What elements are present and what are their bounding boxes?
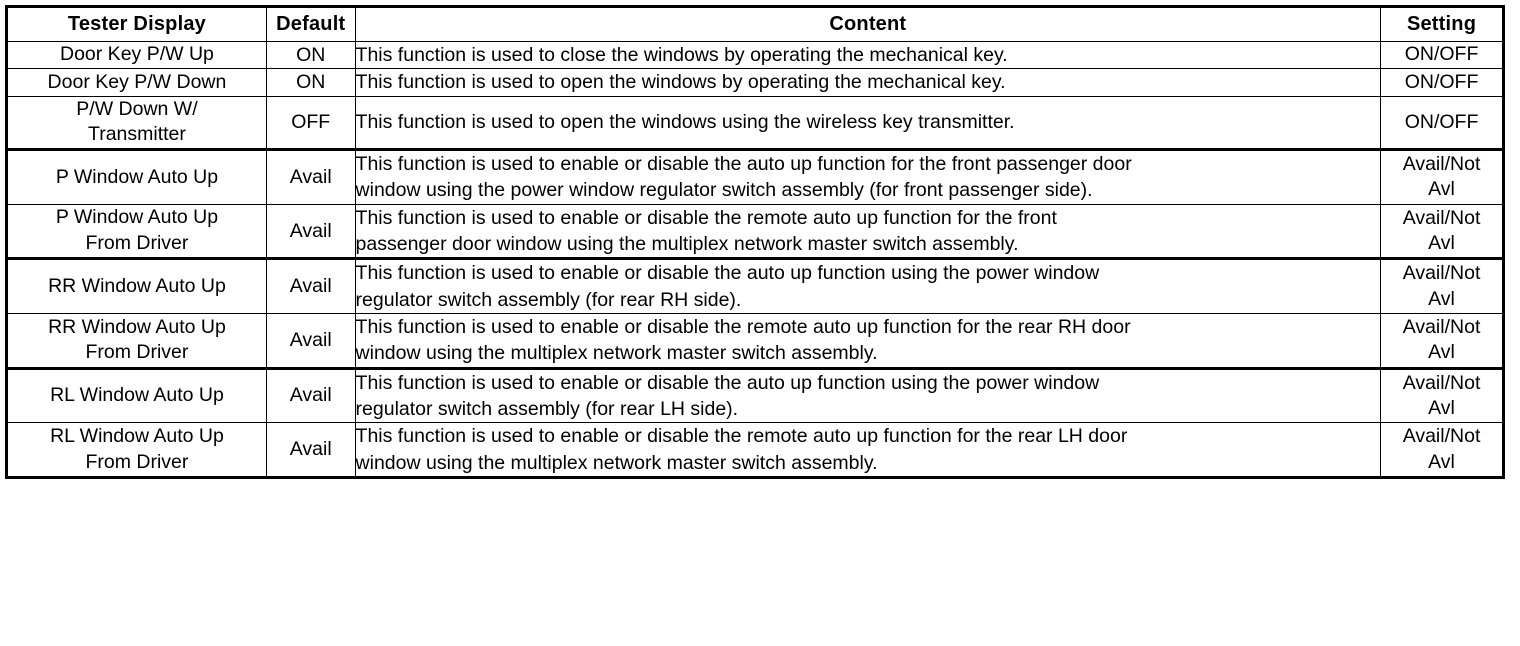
cell-tester-display: Door Key P/W Down [6, 68, 267, 97]
setting-line-2: Avl [1428, 287, 1455, 310]
customize-settings-table: Tester Display Default Content Setting D… [5, 5, 1505, 479]
content-line-1: This function is used to close the windo… [355, 44, 1008, 66]
content-line-2: regulator switch assembly (for rear LH s… [355, 397, 739, 420]
cell-content: This function is used to enable or disab… [354, 149, 1382, 205]
tester-display-line-1: P Window Auto Up [55, 206, 219, 229]
setting-line-1: ON/OFF [1404, 43, 1479, 66]
cell-setting: Avail/Not Avl [1380, 258, 1504, 314]
cell-setting: Avail/Not Avl [1380, 312, 1504, 370]
cell-setting: Avail/Not Avl [1380, 367, 1504, 424]
content-line-1: This function is used to enable or disab… [355, 371, 1100, 394]
table-body: Door Key P/W Up ON This function is used… [6, 40, 1504, 478]
setting-line-1: Avail/Not [1402, 315, 1481, 338]
table-row: Door Key P/W Down ON This function is us… [6, 68, 1504, 97]
cell-default: ON [265, 40, 356, 70]
content-line-2: window using the multiplex network maste… [355, 451, 878, 474]
tester-display-line-1: Door Key P/W Up [60, 43, 214, 66]
cell-tester-display: RR Window Auto Up From Driver [6, 312, 267, 370]
tester-display-line-1: P/W Down W/ [76, 97, 198, 120]
content-line-2: window using the power window regulator … [355, 179, 1093, 202]
cell-default: Avail [265, 258, 356, 314]
cell-setting: ON/OFF [1380, 95, 1504, 152]
cell-tester-display: P Window Auto Up [6, 149, 267, 205]
cell-tester-display: P/W Down W/ Transmitter [6, 95, 267, 152]
cell-content: This function is used to enable or disab… [354, 422, 1382, 478]
cell-tester-display: RL Window Auto Up From Driver [6, 422, 267, 478]
table-row: RR Window Auto Up From Driver Avail This… [6, 312, 1504, 370]
content-line-2: window using the multiplex network maste… [355, 342, 878, 365]
table-row: RL Window Auto Up Avail This function is… [6, 367, 1504, 424]
setting-line-1: ON/OFF [1404, 110, 1479, 133]
content-line-2: regulator switch assembly (for rear RH s… [355, 288, 742, 311]
column-header-content: Content [354, 6, 1382, 42]
setting-line-2: Avl [1428, 232, 1455, 255]
content-line-1: This function is used to enable or disab… [355, 425, 1128, 448]
tester-display-line-2: From Driver [85, 232, 189, 255]
column-header-tester-display: Tester Display [6, 6, 267, 42]
cell-content: This function is used to open the window… [354, 68, 1382, 97]
setting-line-1: Avail/Not [1402, 371, 1481, 394]
setting-line-2: Avl [1428, 450, 1455, 473]
setting-line-1: Avail/Not [1402, 425, 1481, 448]
table-row: Door Key P/W Up ON This function is used… [6, 40, 1504, 70]
setting-line-1: Avail/Not [1402, 153, 1481, 176]
cell-default: Avail [265, 149, 356, 205]
setting-line-2: Avl [1428, 341, 1455, 364]
cell-content: This function is used to open the window… [354, 95, 1382, 152]
tester-display-line-1: RR Window Auto Up [48, 274, 226, 297]
cell-default: OFF [265, 95, 356, 152]
cell-tester-display: P Window Auto Up From Driver [6, 203, 267, 261]
cell-tester-display: RR Window Auto Up [6, 258, 267, 314]
tester-display-line-2: Transmitter [88, 123, 186, 146]
tester-display-line-2: From Driver [85, 450, 189, 473]
table-row: RL Window Auto Up From Driver Avail This… [6, 422, 1504, 478]
cell-default: Avail [265, 367, 356, 424]
cell-default: ON [265, 68, 356, 97]
setting-line-1: Avail/Not [1402, 206, 1481, 229]
setting-line-2: Avl [1428, 178, 1455, 201]
content-line-1: This function is used to enable or disab… [355, 262, 1100, 285]
cell-setting: Avail/Not Avl [1380, 149, 1504, 205]
customize-settings-table-container: Tester Display Default Content Setting D… [5, 5, 1505, 479]
cell-setting: Avail/Not Avl [1380, 422, 1504, 478]
cell-setting: ON/OFF [1380, 68, 1504, 97]
table-row: P Window Auto Up From Driver Avail This … [6, 203, 1504, 261]
tester-display-line-1: RR Window Auto Up [48, 315, 226, 338]
cell-setting: ON/OFF [1380, 40, 1504, 70]
cell-tester-display: Door Key P/W Up [6, 40, 267, 70]
content-line-1: This function is used to enable or disab… [355, 315, 1131, 338]
content-line-1: This function is used to open the window… [355, 111, 1015, 134]
cell-default: Avail [265, 422, 356, 478]
content-line-1: This function is used to open the window… [355, 71, 1006, 94]
table-row: P/W Down W/ Transmitter OFF This functio… [6, 95, 1504, 152]
content-line-1: This function is used to enable or disab… [355, 153, 1132, 176]
cell-content: This function is used to close the windo… [354, 40, 1382, 70]
setting-line-1: ON/OFF [1404, 70, 1479, 93]
cell-content: This function is used to enable or disab… [354, 258, 1382, 314]
cell-tester-display: RL Window Auto Up [6, 367, 267, 424]
column-header-setting: Setting [1380, 6, 1504, 42]
table-header: Tester Display Default Content Setting [6, 6, 1504, 42]
cell-setting: Avail/Not Avl [1380, 203, 1504, 261]
content-line-2: passenger door window using the multiple… [355, 233, 1019, 256]
cell-default: Avail [265, 203, 356, 261]
tester-display-line-1: RL Window Auto Up [50, 384, 224, 407]
column-header-default: Default [265, 6, 356, 42]
cell-content: This function is used to enable or disab… [354, 203, 1382, 261]
tester-display-line-1: Door Key P/W Down [47, 70, 227, 93]
table-header-row: Tester Display Default Content Setting [6, 6, 1504, 42]
tester-display-line-1: RL Window Auto Up [50, 424, 224, 447]
tester-display-line-1: P Window Auto Up [55, 165, 219, 188]
cell-content: This function is used to enable or disab… [354, 367, 1382, 424]
cell-content: This function is used to enable or disab… [354, 312, 1382, 370]
content-line-1: This function is used to enable or disab… [355, 206, 1057, 229]
setting-line-1: Avail/Not [1402, 262, 1481, 285]
setting-line-2: Avl [1428, 396, 1455, 419]
table-row: RR Window Auto Up Avail This function is… [6, 258, 1504, 314]
table-row: P Window Auto Up Avail This function is … [6, 149, 1504, 205]
tester-display-line-2: From Driver [85, 341, 189, 364]
cell-default: Avail [265, 312, 356, 370]
